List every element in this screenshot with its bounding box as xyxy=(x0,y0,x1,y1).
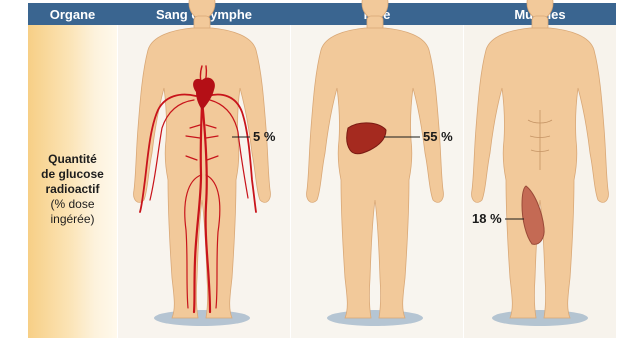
human-figure-icon xyxy=(307,0,444,318)
value-blood: 5 % xyxy=(253,129,275,144)
quantity-label-line3: radioactif xyxy=(28,182,117,197)
floor-shadow-2 xyxy=(327,310,423,326)
value-muscles: 18 % xyxy=(472,211,502,226)
quantity-label-line1: Quantité xyxy=(28,152,117,167)
quantity-label-line4: (% dose xyxy=(28,197,117,212)
floor-shadow-1 xyxy=(154,310,250,326)
value-liver: 55 % xyxy=(423,129,453,144)
quantity-label-line5: ingérée) xyxy=(28,212,117,227)
floor-shadow-3 xyxy=(492,310,588,326)
quantity-label-line2: de glucose xyxy=(28,167,117,182)
quantity-label: Quantité de glucose radioactif (% dose i… xyxy=(28,152,117,227)
